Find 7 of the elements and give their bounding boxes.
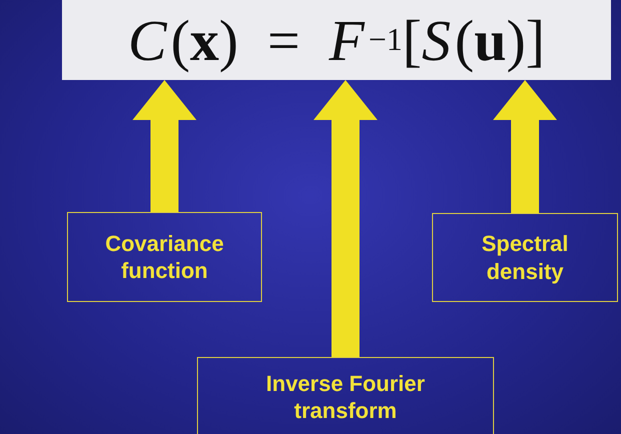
formula-box: C(x) = F$^{−1}$[S(u)] [62, 0, 611, 80]
label-box: Spectral density [432, 213, 618, 302]
label-box: Covariance function [67, 212, 262, 302]
arrow [132, 80, 196, 212]
label-box: Inverse Fourier transform [197, 357, 494, 434]
arrow [493, 80, 557, 213]
arrow [314, 80, 378, 357]
